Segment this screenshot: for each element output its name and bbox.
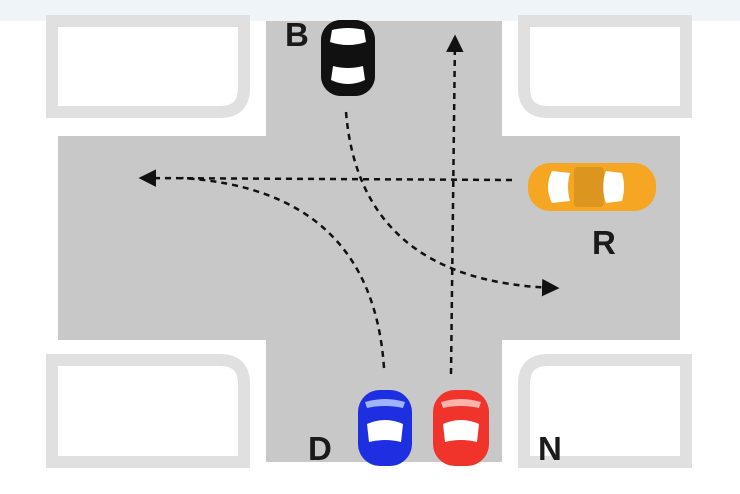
path-r-straight bbox=[138, 169, 513, 187]
label-r: R bbox=[592, 224, 616, 261]
label-d: D bbox=[308, 430, 332, 467]
label-b: B bbox=[285, 16, 309, 53]
car-r bbox=[528, 163, 656, 211]
car-d bbox=[358, 390, 412, 466]
corner-blocks bbox=[46, 15, 692, 468]
path-n-straight bbox=[446, 34, 464, 375]
car-b bbox=[321, 20, 375, 96]
path-d-left-turn bbox=[181, 176, 386, 369]
movement-paths bbox=[138, 34, 560, 375]
road bbox=[58, 21, 680, 462]
corner-bottom-right bbox=[518, 354, 692, 468]
label-n: N bbox=[538, 430, 562, 467]
path-b-left-turn bbox=[344, 111, 560, 297]
corner-top-left bbox=[46, 15, 250, 118]
corner-top-right bbox=[518, 15, 692, 118]
car-n bbox=[433, 390, 489, 466]
corner-bottom-left bbox=[46, 354, 250, 468]
